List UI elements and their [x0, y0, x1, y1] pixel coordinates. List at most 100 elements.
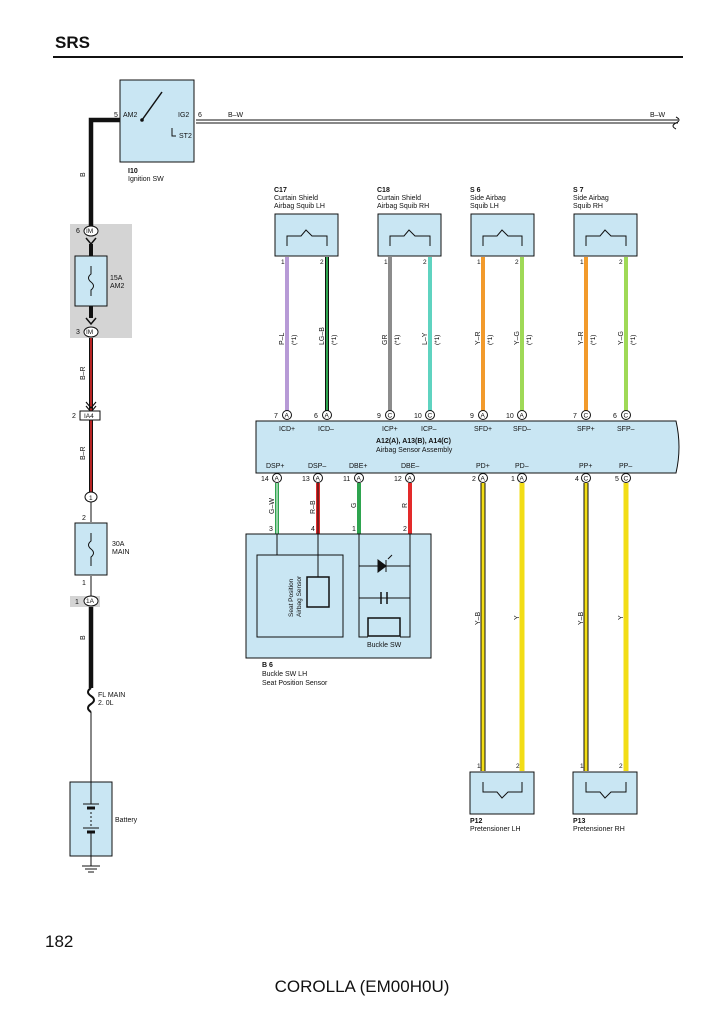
fuse-main-name: MAIN [112, 549, 130, 556]
squib-c18-box [377, 213, 442, 257]
wire-r-pin: 2 [403, 526, 407, 533]
pin-label: DSP– [308, 463, 326, 470]
fuse-am2-bottom-connector [83, 326, 99, 338]
sensor-pin-sfp-minus: 6 C SFP– [613, 410, 635, 433]
diode-icon [377, 559, 387, 573]
pin-label: SFP+ [577, 426, 595, 433]
pin-connector: C [388, 413, 393, 420]
squib-s6-symbol [482, 229, 523, 246]
sensor-top-pins: 7 A ICD+ 6 A ICD– 9 C ICP+ 10 C ICP– 9 A [274, 410, 635, 433]
airbag-sensor-assembly: A12(A), A13(B), A14(C) Airbag Sensor Ass… [255, 420, 680, 474]
p13-name: Pretensioner RH [573, 826, 625, 833]
pin-connector-circle [385, 410, 395, 420]
pin-connector-circle [581, 473, 591, 483]
main-conn-pin: 1 [75, 599, 79, 606]
fuse-am2-name: AM2 [110, 283, 125, 290]
p13-symbol [585, 782, 627, 799]
sensor-pin-dbe-plus: DBE+ 11 A [343, 463, 367, 483]
pin-connector: A [481, 476, 486, 483]
sensor-pin-sfd-minus: 10 A SFD– [506, 410, 531, 433]
pin-connector: A [325, 413, 330, 420]
wire-y-lh-label: Y [514, 615, 521, 620]
squib-s6-id: S 6 [470, 187, 481, 194]
squib-c18-n1: (*1) [394, 335, 401, 345]
wire-y-rh-label: Y [618, 615, 625, 620]
pin-connector: A [408, 476, 413, 483]
squib-c17-symbol [286, 229, 328, 246]
wire-g-w-pin: 3 [269, 526, 273, 533]
fuse-am2-top-conn-label: IM [86, 228, 93, 235]
squib-s6-name1: Side Airbag [470, 195, 506, 202]
b6-seat-sensor-element [306, 576, 330, 608]
b6-name1: Buckle SW LH [262, 671, 307, 678]
wire-g-label: G [351, 503, 358, 508]
pin-connector-circle [517, 410, 527, 420]
p13-id: P13 [573, 818, 586, 825]
ignition-wire-out-label: B–W [228, 112, 244, 119]
ia4-box [79, 410, 101, 421]
pin-label: SFP– [617, 426, 635, 433]
squib-s7-pin2: 2 [619, 259, 623, 266]
pin-label: SFD+ [474, 426, 492, 433]
pin-number: 6 [613, 413, 617, 420]
squib-c18-n2: (*1) [434, 335, 441, 345]
sensor-pin-dsp-plus: DSP+ 14 A [261, 463, 284, 483]
pin-connector: C [428, 413, 433, 420]
sensor-pin-sfd-plus: 9 A SFD+ [470, 410, 492, 433]
fuse-am2-element [88, 266, 94, 296]
sensor-pin-icd-minus: 6 A ICD– [314, 410, 334, 433]
pin-connector: C [624, 413, 629, 420]
pin-number: 12 [394, 476, 402, 483]
sensor-connectors: A12(A), A13(B), A14(C) [376, 438, 451, 445]
pin-number: 7 [274, 413, 278, 420]
pin-label: ICD– [318, 426, 334, 433]
wire-b-ignition [88, 117, 120, 228]
p12-box [469, 771, 535, 815]
b6-switch-label: Buckle SW [367, 642, 402, 649]
sensor-pin-dsp-minus: DSP– 13 A [302, 463, 326, 483]
fl-main-link-symbol [87, 687, 95, 713]
squib-c17-name1: Curtain Shield [274, 195, 318, 202]
ground-icon [82, 865, 100, 873]
pin-connector-circle [621, 473, 631, 483]
p12-pin1: 1 [477, 763, 481, 770]
squib-s7-n2: (*1) [630, 335, 637, 345]
squib-s6-pin2: 2 [515, 259, 519, 266]
b6-box [245, 533, 432, 659]
pin-number: 10 [506, 413, 514, 420]
fuse-am2-box [74, 255, 108, 307]
sensor-pin-icp-minus: 10 C ICP– [414, 410, 437, 433]
ignition-term-st2: ST2 [179, 133, 192, 140]
main-pin-bottom: 1 [82, 580, 86, 587]
pin-connector: A [357, 476, 362, 483]
pin-connector: C [584, 476, 589, 483]
ignition-contact-arm [141, 91, 163, 121]
sensor-pin-pd-plus: PD+ 2 A [472, 463, 490, 483]
pin-connector: A [481, 413, 486, 420]
fuse-am2-pin-top: 6 [76, 228, 80, 235]
squib-s6-w2: Y–G [514, 331, 521, 345]
pin-connector-circle [621, 410, 631, 420]
pin-number: 10 [414, 413, 422, 420]
wire-r-label: R [402, 503, 409, 508]
squib-s6-n1: (*1) [487, 335, 494, 345]
squib-c18-id: C18 [377, 187, 390, 194]
b6-switch-wire-r [400, 534, 411, 638]
pin-label: PD– [515, 463, 529, 470]
sensor-pin-icd-plus: 7 A ICD+ [274, 410, 295, 433]
wire-g-pin: 1 [352, 526, 356, 533]
wire-r-b-pin: 4 [311, 526, 315, 533]
fuse-am2: IM 6 IM 3 15A AM2 B–R [74, 225, 125, 380]
squib-c18-pin2: 2 [423, 259, 427, 266]
squib-c18-symbol [389, 229, 431, 246]
fl-main-name: FL MAIN [98, 692, 125, 699]
p13-pin2: 2 [619, 763, 623, 770]
p12-id: P12 [470, 818, 483, 825]
pretensioner-wires: Y–B Y Y–B Y [475, 483, 629, 771]
sensor-pin-pd-minus: PD– 1 A [511, 463, 529, 483]
fuse-am2-pin-bottom: 3 [76, 329, 80, 336]
ignition-name: Ignition SW [128, 176, 164, 183]
squib-s7-symbol [585, 229, 627, 246]
buckle-switch-b6: Seat Position Airbag Sensor Buckle SW B … [245, 533, 432, 687]
fuse-main-rating: 30A [112, 541, 125, 548]
